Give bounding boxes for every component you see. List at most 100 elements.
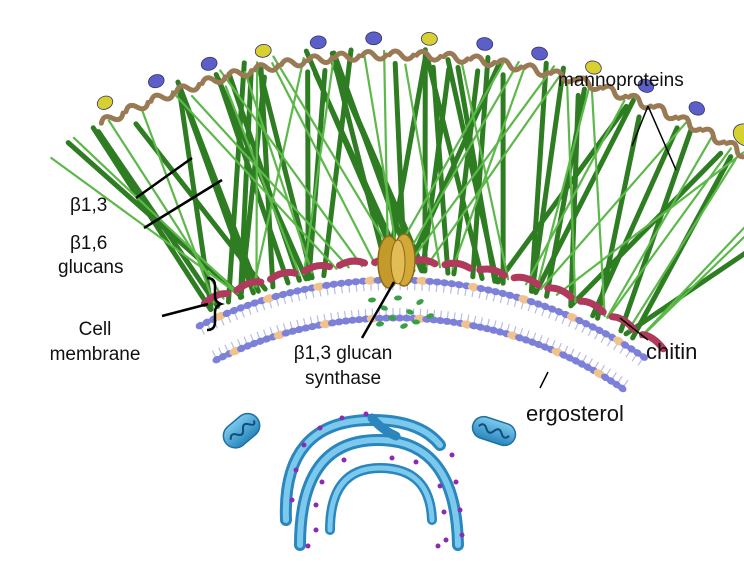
glucan-fiber — [400, 60, 520, 267]
lipid-head — [440, 279, 450, 287]
glucan-fiber — [425, 58, 485, 282]
lipid-head — [483, 286, 493, 294]
ribosome-dot — [341, 457, 347, 463]
mannoprotein-blob — [200, 56, 218, 71]
lipid-head — [618, 384, 627, 393]
mannoprotein-blob — [637, 78, 655, 93]
ribosome-dot — [413, 459, 419, 465]
mannan-chain — [386, 48, 416, 62]
membrane-label: membrane — [49, 344, 141, 365]
glucan-fiber — [302, 60, 335, 276]
lipid-head — [435, 317, 445, 325]
glucan-fiber — [565, 79, 577, 304]
glucan-fiber — [455, 64, 498, 284]
glucan-fiber — [271, 62, 377, 267]
mannan-chain — [548, 68, 577, 85]
glucan-fiber — [524, 99, 626, 286]
ribosome-dot — [293, 467, 299, 473]
lipid-head — [285, 289, 295, 297]
glucan-particle — [394, 295, 402, 301]
glucan-fiber — [363, 53, 401, 267]
lipid-head — [375, 314, 384, 322]
chitin-fibers — [200, 255, 667, 353]
chitin-fiber — [301, 261, 334, 275]
lipid-head — [595, 326, 604, 335]
glucan-fiber — [595, 114, 642, 321]
ribosome-dot — [289, 497, 295, 503]
ribosome-dot — [339, 415, 345, 421]
mannoprotein-pointer-2 — [647, 105, 677, 171]
glucan-fiber — [627, 158, 737, 331]
glucan-fiber — [533, 97, 636, 296]
beta13-pointer — [135, 156, 193, 200]
chitin-fiber — [510, 273, 542, 289]
chitin-fiber — [638, 331, 667, 353]
lipid-head — [469, 322, 479, 330]
pointer-lines — [135, 105, 677, 389]
ergosterol-molecule — [467, 283, 480, 292]
lipid-head — [229, 306, 239, 315]
chitin-fiber — [544, 284, 575, 301]
glucan-fiber — [406, 65, 556, 267]
lipid-head — [491, 288, 501, 296]
mannoprotein-blob — [585, 60, 602, 75]
lipid-head — [639, 353, 648, 361]
glucan-fiber — [107, 119, 225, 300]
lipid-head — [395, 314, 405, 322]
ribosome-dots — [289, 411, 465, 549]
lipid-head — [575, 316, 584, 325]
lipid-head — [351, 278, 361, 286]
mannoprotein-blob — [531, 46, 548, 61]
ribosome-dot — [443, 537, 449, 543]
lipid-head — [588, 323, 598, 331]
lipid-head — [202, 318, 211, 327]
glucan-fiber — [224, 85, 301, 277]
chitin-fiber — [576, 297, 607, 316]
mannoprotein-pointer-1 — [631, 105, 649, 147]
beta16-glucan-fibers — [50, 49, 744, 339]
ribosome-dot — [453, 479, 459, 485]
mannoprotein-blob — [254, 43, 272, 58]
ribosome-dot — [441, 509, 447, 515]
glucan-fiber — [329, 50, 390, 273]
mannoprotein-blob — [732, 123, 744, 147]
mannan-chain — [199, 74, 228, 86]
glucan-fiber — [257, 68, 315, 281]
glucan-particle — [406, 309, 414, 315]
mannan-chain — [305, 53, 335, 66]
glucan-fiber — [255, 61, 259, 288]
mannan-chain — [332, 50, 362, 63]
ribosome-dot — [437, 483, 443, 489]
mannoprotein-blob — [365, 31, 383, 46]
lipid-head — [449, 318, 459, 326]
lipid-head — [505, 291, 515, 299]
glucan-particle — [376, 321, 384, 327]
lipid-head — [581, 319, 591, 328]
glucan-fiber — [179, 92, 256, 296]
golgi-er-organelles — [222, 411, 517, 551]
glucan-particle — [368, 297, 376, 303]
lipid-head — [447, 280, 457, 288]
ergosterol-pointer — [539, 371, 549, 389]
glucan-fiber — [65, 140, 245, 300]
lipid-head — [633, 349, 642, 357]
ribosome-dot — [363, 411, 369, 417]
synthase-label-line2: synthase — [304, 368, 382, 389]
lipid-head — [243, 301, 253, 310]
glucan-fiber — [539, 121, 688, 291]
glucan-particles — [368, 295, 434, 329]
glucan-fiber — [535, 82, 592, 289]
glucan-fiber — [590, 85, 606, 318]
mannan-chain — [724, 139, 744, 160]
mannan-chain — [468, 53, 497, 69]
chitin-pointer — [619, 317, 649, 341]
mannan-chain — [225, 68, 255, 79]
glucan-fiber — [639, 235, 744, 339]
lipid-head — [425, 277, 435, 285]
ribosome-dot — [301, 442, 307, 448]
glucan-fiber — [303, 48, 403, 273]
mannan-chain — [521, 62, 551, 78]
lipid-head — [250, 299, 260, 307]
glucan-fiber — [606, 135, 713, 319]
ribosome-dot — [313, 502, 319, 508]
